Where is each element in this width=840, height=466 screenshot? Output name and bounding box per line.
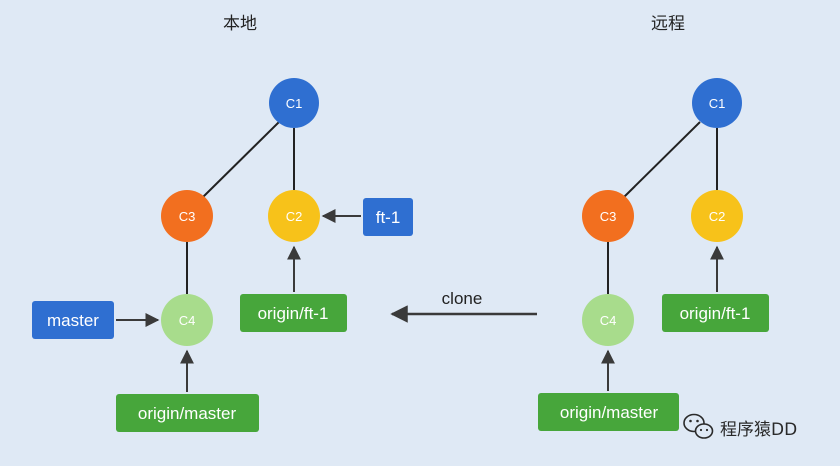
remote-remote-branch-origin-ft1: origin/ft-1	[662, 294, 769, 332]
local-commit-c3-label: C3	[179, 209, 196, 224]
local-origin-master-label: origin/master	[138, 404, 237, 423]
local-commit-c2-circle	[268, 190, 320, 242]
clone-arrow-group: clone	[390, 289, 537, 323]
local-branch-ft1-label: ft-1	[376, 208, 401, 227]
local-branch-master-box	[32, 301, 114, 339]
remote-origin-master-label: origin/master	[560, 403, 659, 422]
local-commit-c4: C4	[161, 294, 213, 346]
local-commit-c3: C3	[161, 190, 213, 242]
local-commit-c1: C1	[269, 78, 319, 128]
local-remote-branch-origin-ft1: origin/ft-1	[240, 294, 347, 332]
remote-commit-c2: C2	[691, 190, 743, 242]
watermark-text: 程序猿DD	[720, 420, 797, 440]
remote-commit-c2-circle	[691, 190, 743, 242]
watermark: 程序猿DD	[683, 413, 797, 440]
remote-origin-ft1-box	[662, 294, 769, 332]
local-commit-c4-circle	[161, 294, 213, 346]
remote-commit-c4-circle	[582, 294, 634, 346]
remote-commit-c3: C3	[582, 190, 634, 242]
remote-commit-c1: C1	[692, 78, 742, 128]
local-origin-ft1-box	[240, 294, 347, 332]
local-commit-c2: C2	[268, 190, 320, 242]
local-branch-ft1: ft-1	[363, 198, 413, 236]
local-commit-c1-label: C1	[286, 96, 303, 111]
local-branch-master-label: master	[47, 311, 99, 330]
local-repo: C1 C3 C2 C4 master ft-1 origin/ft-1	[32, 78, 413, 432]
remote-commit-c4: C4	[582, 294, 634, 346]
local-commit-c4-label: C4	[179, 313, 196, 328]
local-title: 本地	[223, 14, 257, 34]
wechat-icon	[683, 413, 714, 439]
clone-label: clone	[442, 289, 483, 308]
remote-commit-c1-label: C1	[709, 96, 726, 111]
remote-origin-ft1-label: origin/ft-1	[680, 304, 751, 323]
remote-commit-c3-label: C3	[600, 209, 617, 224]
remote-origin-master-box	[538, 393, 679, 431]
remote-commit-c3-circle	[582, 190, 634, 242]
remote-repo: C1 C3 C2 C4 origin/ft-1 origin/master	[538, 78, 769, 431]
remote-commit-c4-label: C4	[600, 313, 617, 328]
remote-commit-c2-label: C2	[709, 209, 726, 224]
local-commit-c1-circle	[269, 78, 319, 128]
local-edge-c1-c3	[201, 121, 280, 199]
local-branch-ft1-box	[363, 198, 413, 236]
remote-edge-c1-c3	[622, 121, 701, 199]
local-branch-master: master	[32, 301, 114, 339]
local-origin-ft1-label: origin/ft-1	[258, 304, 329, 323]
remote-commit-c1-circle	[692, 78, 742, 128]
local-commit-c3-circle	[161, 190, 213, 242]
remote-remote-branch-origin-master: origin/master	[538, 393, 679, 431]
remote-title: 远程	[651, 14, 685, 34]
local-origin-master-box	[116, 394, 259, 432]
local-remote-branch-origin-master: origin/master	[116, 394, 259, 432]
local-commit-c2-label: C2	[286, 209, 303, 224]
